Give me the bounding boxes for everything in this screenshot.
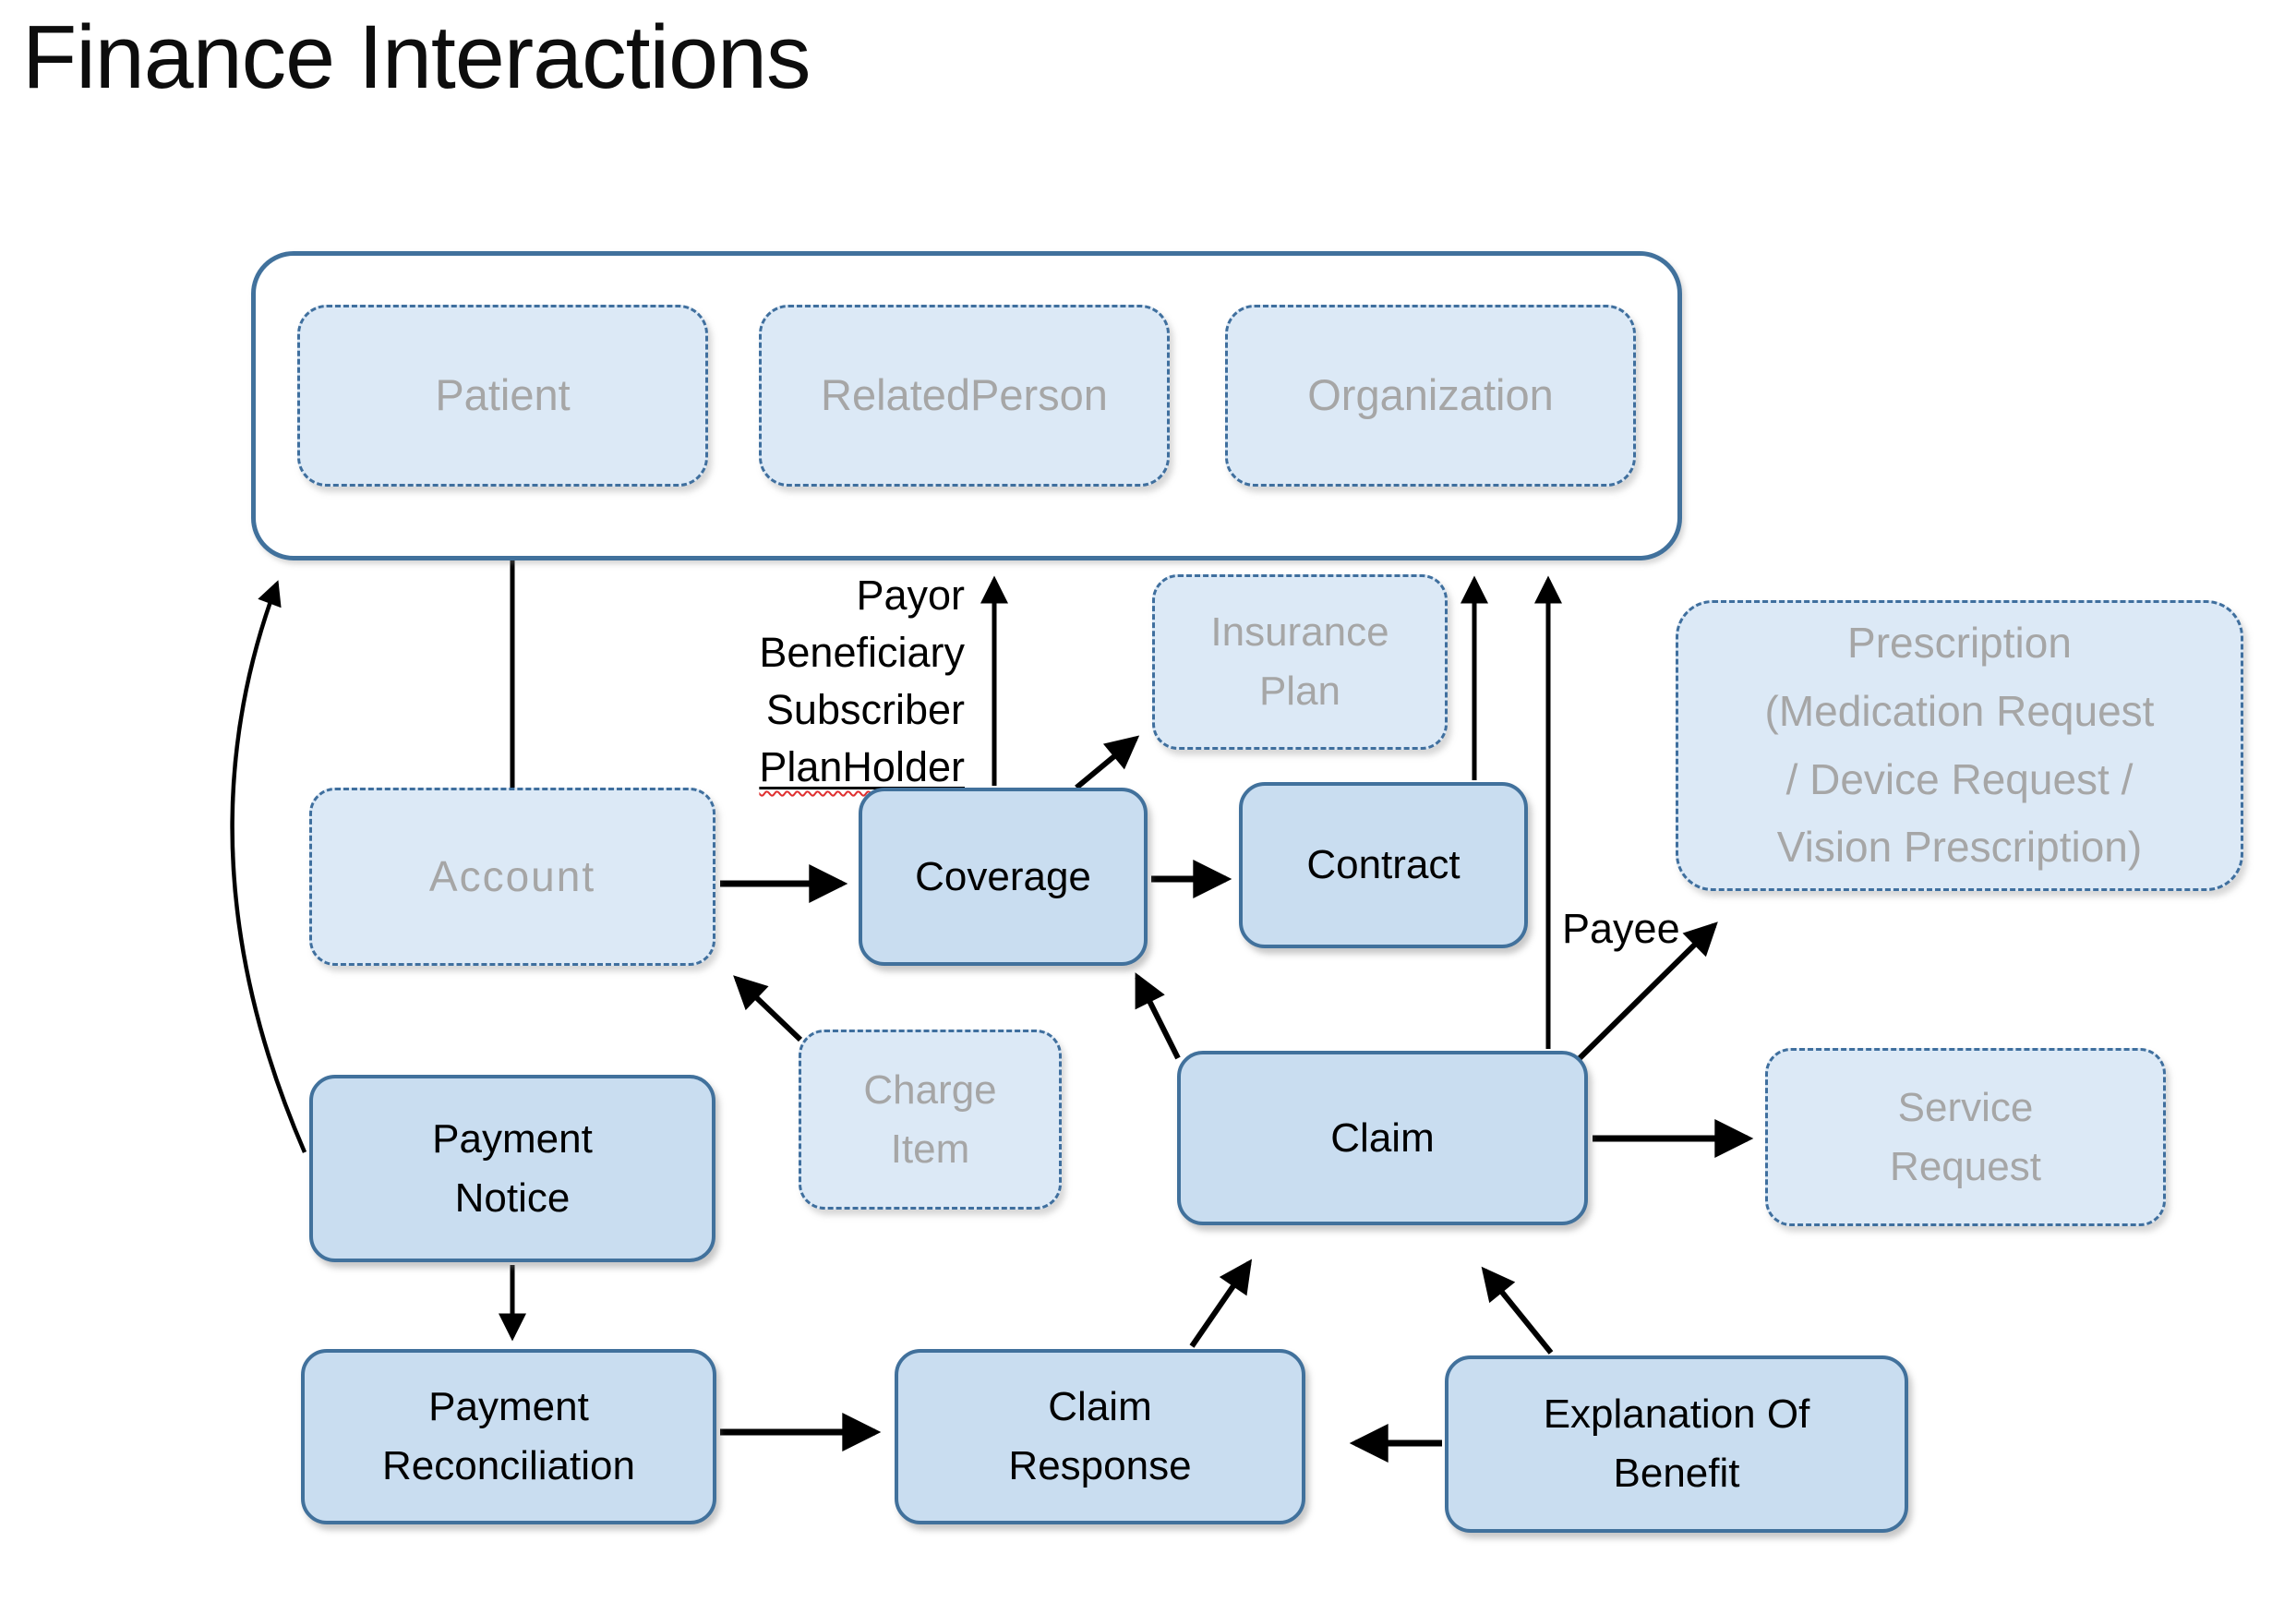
arrow-explanation-of-benefit-to-claim bbox=[1481, 1266, 1554, 1355]
node-organization: Organization bbox=[1225, 305, 1636, 487]
node-service-request: Service Request bbox=[1765, 1048, 2166, 1226]
node-claim: Claim bbox=[1177, 1051, 1588, 1225]
payee-label: Payee bbox=[1562, 905, 1680, 952]
arrow-charge-item-to-account bbox=[733, 975, 803, 1042]
node-payment-reconciliation: Payment Reconciliation bbox=[301, 1349, 716, 1524]
node-explanation-of-benefit: Explanation Of Benefit bbox=[1445, 1355, 1908, 1533]
arrow-claim-response-to-claim bbox=[1189, 1259, 1253, 1348]
node-claim-response: Claim Response bbox=[895, 1349, 1305, 1524]
node-contract: Contract bbox=[1239, 782, 1528, 948]
node-payment-notice: Payment Notice bbox=[309, 1075, 715, 1262]
role-subscriber: Subscriber bbox=[765, 686, 965, 733]
node-insurance-plan: Insurance Plan bbox=[1152, 574, 1448, 750]
arrow-coverage-to-insurance-plan bbox=[1075, 735, 1140, 790]
node-coverage: Coverage bbox=[859, 788, 1148, 966]
node-charge-item: Charge Item bbox=[799, 1030, 1062, 1210]
page-title: Finance Interactions bbox=[22, 6, 811, 107]
role-payor: Payor bbox=[856, 572, 965, 619]
role-planholder: PlanHolder bbox=[759, 743, 965, 790]
node-related-person: RelatedPerson bbox=[759, 305, 1170, 487]
node-account: Account bbox=[309, 788, 715, 966]
arrow-claim-to-coverage bbox=[1135, 972, 1181, 1060]
node-patient: Patient bbox=[297, 305, 708, 487]
role-beneficiary: Beneficiary bbox=[759, 629, 965, 676]
node-prescription: Prescription (Medication Request / Devic… bbox=[1676, 600, 2243, 891]
coverage-roles-label: Payor Beneficiary Subscriber PlanHolder bbox=[688, 567, 965, 796]
arrow-claim-to-prescription bbox=[1571, 921, 1718, 1066]
arrow-payment-notice-to-party-container-curved bbox=[230, 580, 307, 1153]
